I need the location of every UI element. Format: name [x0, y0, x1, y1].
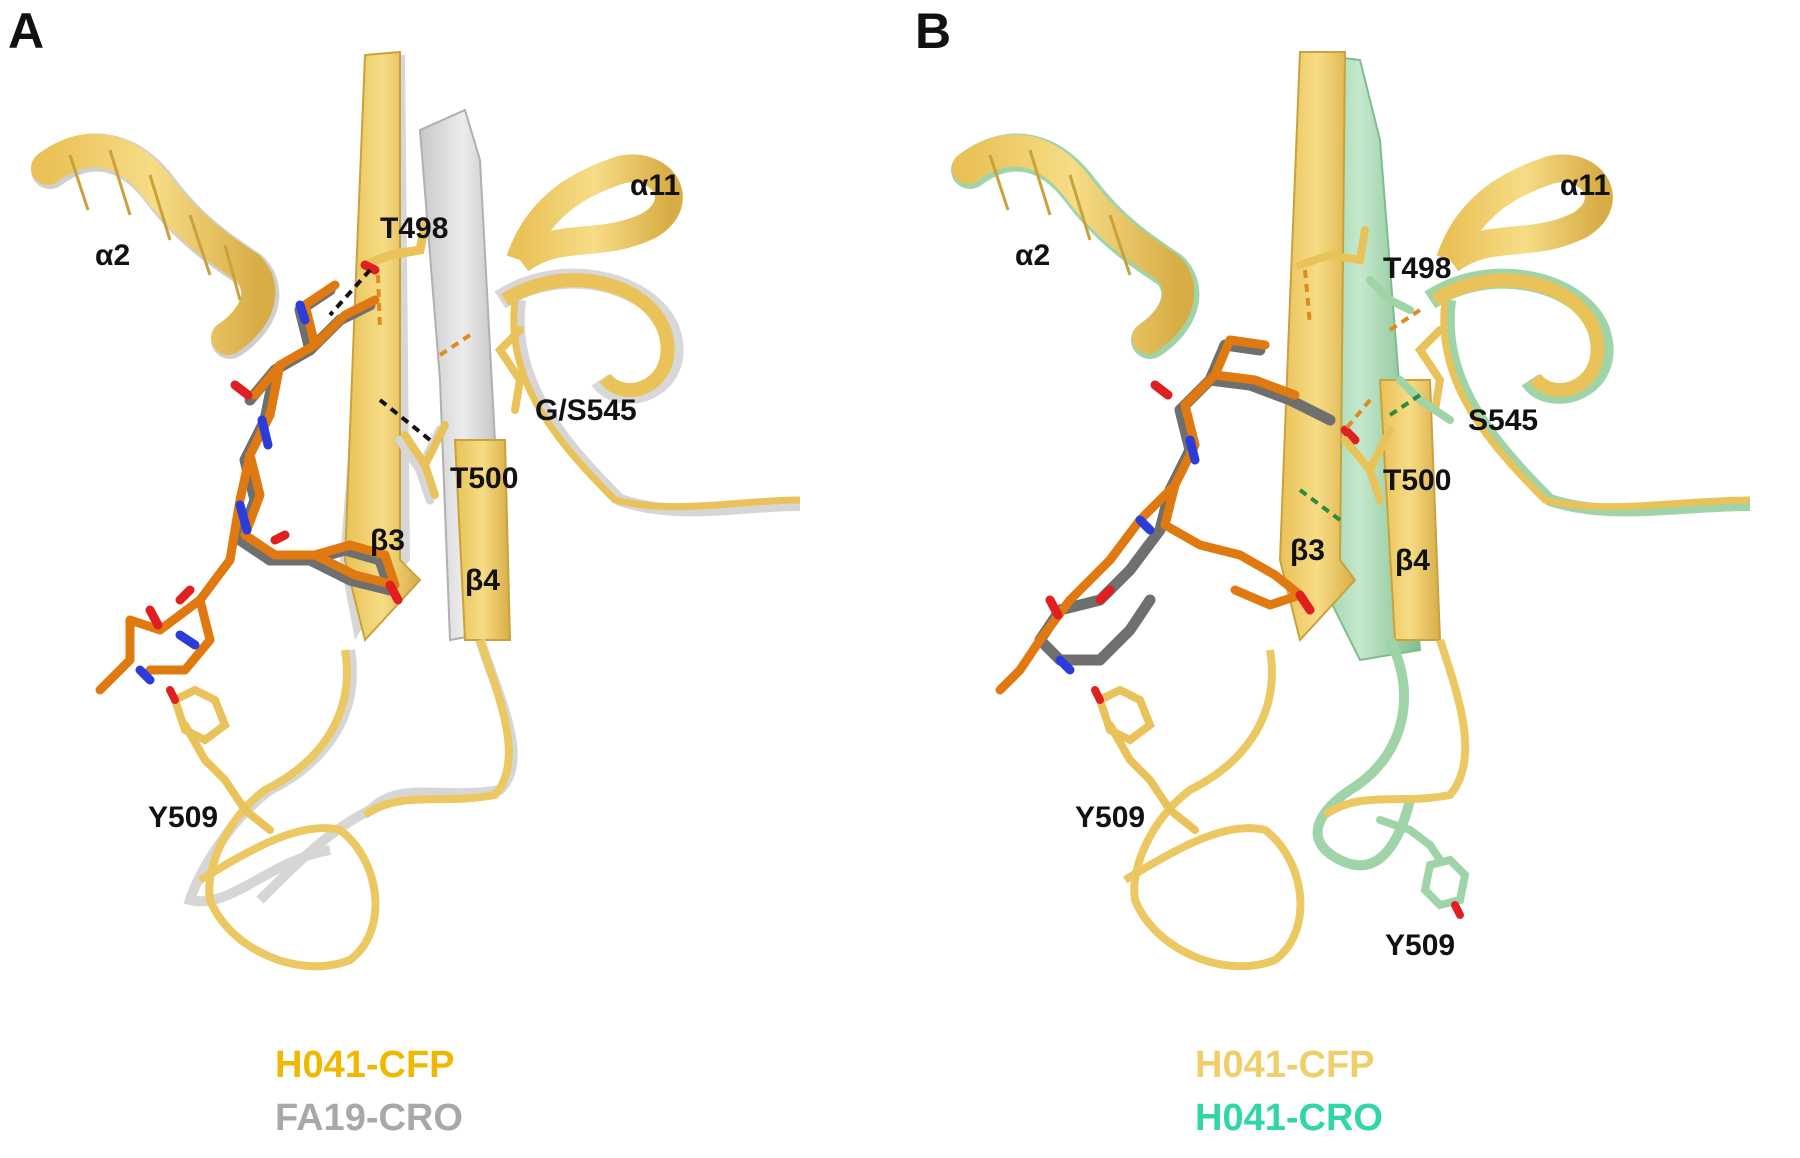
panel-b-y509-green-sidechain [1376, 816, 1470, 919]
panel-b-strands [1278, 51, 1442, 662]
panel-a-bottom-loops [183, 638, 518, 971]
label-b-t500: T500 [1383, 464, 1451, 497]
panel-a-y509-sidechain [166, 685, 274, 834]
panel-b-residue-sticks [1296, 226, 1454, 504]
panel-b-y509-gold-sidechain [1091, 685, 1199, 834]
panel-b-ligand [995, 335, 1360, 695]
label-a-y509: Y509 [148, 801, 218, 834]
panel-b-hbonds [1298, 269, 1422, 522]
legend-b-h041-cro: H041-CRO [1195, 1097, 1383, 1139]
panel-b-bottom-loops [1122, 637, 1470, 971]
label-a-t500: T500 [450, 462, 518, 495]
label-a-beta3: β3 [370, 524, 405, 557]
legend-a-fa19-cro: FA19-CRO [275, 1097, 463, 1139]
label-b-t498: T498 [1383, 252, 1451, 285]
panel-a-strand-b4 [418, 108, 512, 642]
label-a-alpha2: α2 [95, 239, 130, 272]
panel-b-helix-a2 [951, 133, 1200, 359]
panel-a-ligand [95, 280, 403, 695]
legend-a-h041-cfp: H041-CFP [275, 1044, 455, 1086]
panel-a: A [8, 3, 801, 1139]
legend-b-h041-cfp: H041-CFP [1195, 1044, 1375, 1086]
panel-a-hbonds [328, 268, 472, 442]
label-b-beta3: β3 [1290, 534, 1325, 567]
panel-a-strand-b3 [340, 50, 422, 643]
label-b-alpha2: α2 [1015, 239, 1050, 272]
label-a-alpha11: α11 [630, 169, 680, 202]
panel-b-letter: B [915, 3, 951, 59]
label-b-s545: S545 [1468, 404, 1538, 437]
label-b-y509-right: Y509 [1385, 929, 1455, 962]
panel-b: B [915, 3, 1751, 1139]
panel-a-residue-sticks [360, 220, 525, 505]
label-a-beta4: β4 [465, 564, 500, 597]
panel-a-helix-a2 [31, 133, 280, 359]
panel-a-helix-a11 [494, 154, 801, 517]
label-a-t498: T498 [380, 212, 448, 245]
panel-a-letter: A [8, 3, 44, 59]
label-b-alpha11: α11 [1560, 169, 1610, 202]
label-b-y509-left: Y509 [1075, 801, 1145, 834]
panel-b-helix-a11 [1424, 154, 1751, 517]
label-a-gs545: G/S545 [535, 394, 637, 427]
label-b-beta4: β4 [1395, 544, 1430, 577]
